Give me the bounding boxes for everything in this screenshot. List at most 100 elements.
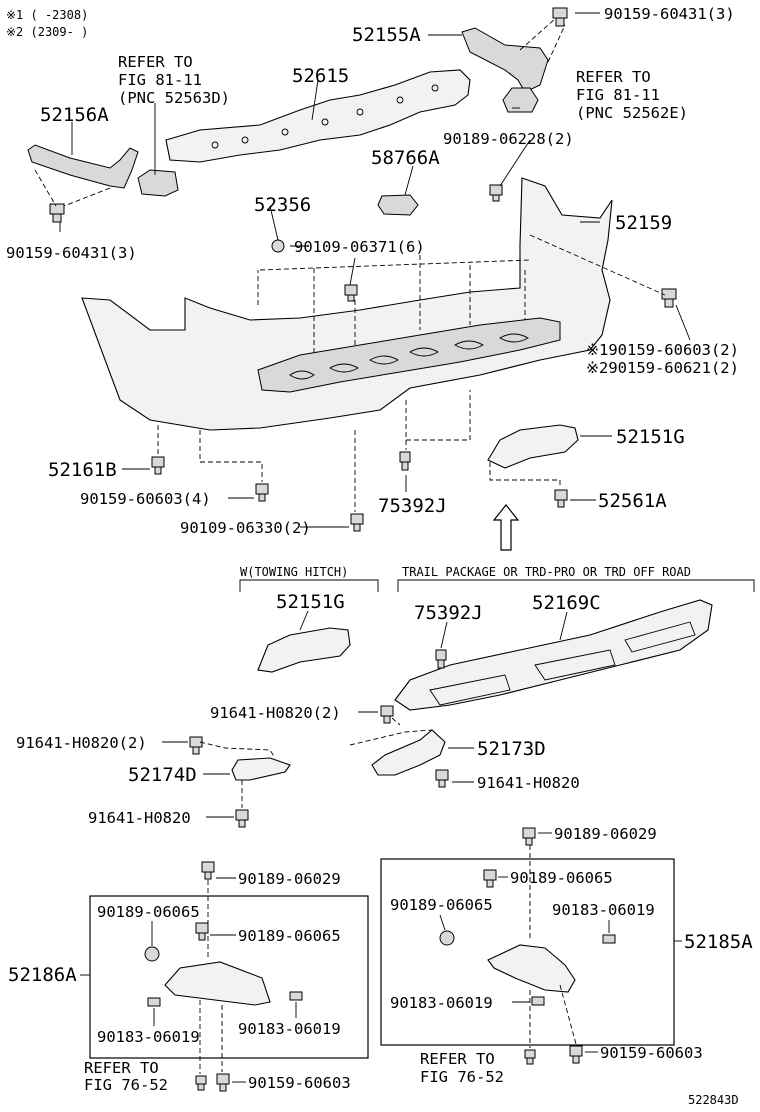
bolt-refer-76-52-left[interactable] — [195, 1075, 207, 1091]
hitch-cover-52151G-top[interactable] — [487, 424, 579, 469]
label-91641-H0820-l: 91641-H0820 — [88, 809, 191, 827]
refer-upper-right-2: FIG 81-11 — [576, 86, 660, 104]
clip-52161B[interactable] — [151, 456, 165, 475]
bolt-90159-60603-r[interactable] — [569, 1045, 583, 1064]
label-52151G-top: 52151G — [616, 426, 685, 448]
label-52561A: 52561A — [598, 490, 667, 512]
label-90189-06065-l1: 90189-06065 — [97, 903, 200, 921]
label-90183-06019-r2: 90183-06019 — [238, 1020, 341, 1038]
assembly-box-52185A — [380, 858, 675, 1046]
nut-90183-06019-r2[interactable] — [289, 991, 303, 1001]
refer-bottom-left-1: REFER TO — [84, 1059, 159, 1077]
label-90159-60603-n1: ※190159-60603(2) — [586, 341, 739, 359]
clip-90189-06029-l[interactable] — [201, 861, 215, 880]
bumper-step-pad — [257, 317, 561, 393]
label-90159-60621-n2: ※290159-60621(2) — [586, 359, 739, 377]
refer-bottom-left-2: FIG 76-52 — [84, 1076, 168, 1094]
bracket-52155A[interactable] — [461, 27, 549, 93]
label-52155A: 52155A — [352, 24, 421, 46]
label-75392J-mid: 75392J — [414, 602, 483, 624]
bumper-cover-52159[interactable] — [81, 177, 613, 431]
refer-upper-left-3: (PNC 52563D) — [118, 89, 230, 107]
label-90189-06065-r1: 90189-06065 — [510, 869, 613, 887]
label-trail-package: TRAIL PACKAGE OR TRD-PRO OR TRD OFF ROAD — [402, 565, 691, 579]
label-52186A: 52186A — [8, 964, 77, 986]
label-52174D: 52174D — [128, 764, 197, 786]
clip-90189-06029-r[interactable] — [522, 827, 536, 846]
clip-90189-06065-l1[interactable] — [144, 946, 160, 962]
clip-75392J-mid[interactable] — [435, 649, 447, 669]
refer-bottom-right-1: REFER TO — [420, 1050, 495, 1068]
retainer-58766A[interactable] — [377, 194, 419, 216]
cover-52185A[interactable] — [487, 944, 576, 993]
label-91641-H0820-2b: 91641-H0820(2) — [16, 734, 147, 752]
label-90159-60603-4: 90159-60603(4) — [80, 490, 211, 508]
label-90159-60431-left: 90159-60431(3) — [6, 244, 137, 262]
bolt-90159-60603-60621[interactable] — [661, 288, 677, 308]
label-90189-06029-l: 90189-06029 — [238, 870, 341, 888]
hitch-cover-52151G-mid[interactable] — [257, 627, 351, 673]
refer-upper-left-2: FIG 81-11 — [118, 71, 202, 89]
refer-upper-left-1: REFER TO — [118, 53, 193, 71]
label-90109-06371: 90109-06371(6) — [294, 238, 425, 256]
lower-panel-52169C[interactable] — [394, 599, 713, 711]
label-90183-06019-l1: 90183-06019 — [97, 1028, 200, 1046]
clip-90189-06065-l2[interactable] — [439, 930, 455, 946]
bracket-52174D[interactable] — [231, 757, 291, 781]
label-90159-60431-top: 90159-60431(3) — [604, 5, 735, 23]
label-58766A: 58766A — [371, 147, 440, 169]
bracket-52156A[interactable] — [27, 144, 139, 189]
bolt-91641-H0820-l[interactable] — [235, 809, 249, 828]
refer-part-52563D[interactable] — [137, 169, 179, 197]
bolt-refer-76-52-right[interactable] — [524, 1049, 536, 1065]
label-90183-06019-r1: 90183-06019 — [552, 901, 655, 919]
assembly-box-52186A — [89, 895, 369, 1059]
direction-arrow — [492, 504, 520, 551]
nut-90183-06019-l2[interactable] — [531, 996, 545, 1006]
label-90189-06065-r2: 90189-06065 — [238, 927, 341, 945]
nut-90109-06371[interactable] — [344, 284, 358, 302]
bolt-91641-H0820-2b[interactable] — [189, 736, 203, 755]
label-52173D: 52173D — [477, 738, 546, 760]
clip-90189-06065-r2[interactable] — [483, 869, 497, 888]
note-2: ※2 (2309- ) — [6, 25, 88, 39]
bolt-90159-60603-4[interactable] — [255, 483, 269, 502]
bolt-90159-60431-top[interactable] — [552, 7, 568, 27]
clip-90189-06065-r1[interactable] — [195, 922, 209, 941]
figure-number: 522843D — [688, 1093, 739, 1107]
bracket-52173D[interactable] — [371, 729, 446, 776]
label-90189-06029-r: 90189-06029 — [554, 825, 657, 843]
label-90183-06019-l2: 90183-06019 — [390, 994, 493, 1012]
label-52185A: 52185A — [684, 931, 753, 953]
cover-52186A[interactable] — [164, 961, 271, 1006]
nut-90183-06019-l1[interactable] — [147, 997, 161, 1007]
label-91641-H0820-2a: 91641-H0820(2) — [210, 704, 341, 722]
label-52615: 52615 — [292, 65, 349, 87]
refer-upper-right-3: (PNC 52562E) — [576, 104, 688, 122]
label-90159-60603-l: 90159-60603 — [248, 1074, 351, 1092]
clip-75392J-top[interactable] — [399, 451, 411, 471]
label-52156A: 52156A — [40, 104, 109, 126]
bolt-90159-60431-left[interactable] — [49, 203, 65, 223]
label-52161B: 52161B — [48, 459, 117, 481]
label-90189-06065-l2: 90189-06065 — [390, 896, 493, 914]
bolt-90159-60603-l[interactable] — [216, 1073, 230, 1092]
label-90159-60603-r: 90159-60603 — [600, 1044, 703, 1062]
label-52169C: 52169C — [532, 592, 601, 614]
label-90109-06330: 90109-06330(2) — [180, 519, 311, 537]
grommet-52356[interactable] — [271, 239, 285, 253]
bolt-91641-H0820-2a[interactable] — [380, 705, 394, 724]
refer-bottom-right-2: FIG 76-52 — [420, 1068, 504, 1086]
clip-90189-06228[interactable] — [489, 184, 503, 202]
label-75392J-top: 75392J — [378, 495, 447, 517]
bolt-91641-H0820-r[interactable] — [435, 769, 449, 788]
clip-52561A[interactable] — [554, 489, 568, 508]
label-towing-hitch: W(TOWING HITCH) — [240, 565, 348, 579]
nut-90183-06019-r1[interactable] — [602, 934, 616, 944]
screw-90109-06330[interactable] — [350, 513, 364, 532]
label-52356: 52356 — [254, 194, 311, 216]
refer-part-52562E[interactable] — [502, 87, 539, 113]
refer-upper-right-1: REFER TO — [576, 68, 651, 86]
label-52159: 52159 — [615, 212, 672, 234]
